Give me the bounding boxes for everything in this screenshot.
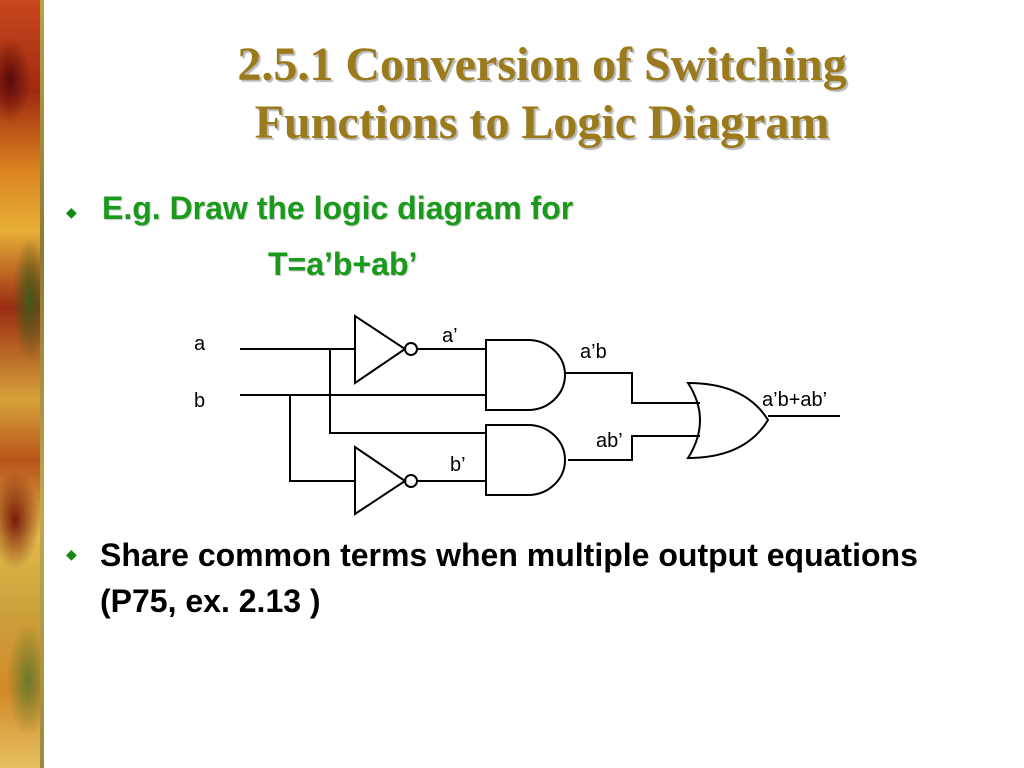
bullet1-equation: T=a’b+ab’ [268,246,418,282]
wire-and1-out [565,372,700,404]
decorative-side-strip [0,0,44,768]
label-not-a: a’ [442,325,458,347]
diamond-bullet-icon: ◆ [66,204,77,220]
label-not-b: b’ [450,454,466,476]
wire-and2-out [568,435,700,461]
label-or-out: a’b+ab’ [762,389,827,411]
wire-a-branch [329,349,486,434]
not-bubble-a [404,342,418,356]
label-and1: a’b [580,341,607,363]
decorative-strip-edge [40,0,44,768]
and-gate-1 [485,339,566,411]
label-and2: ab’ [596,430,623,452]
title-line-2: Functions to Logic Diagram [254,96,830,149]
diamond-bullet-icon: ◆ [66,546,77,562]
not-gate-b [354,445,407,516]
label-input-b: b [194,390,205,412]
label-input-a: a [194,333,206,355]
wire-b-branch [289,395,355,482]
slide-title: 2.5.1 Conversion of Switching Functions … [60,36,1024,152]
title-line-1: 2.5.1 Conversion of Switching [237,38,847,91]
bullet2-text: Share common terms when multiple output … [100,537,918,619]
not-gate-a [354,314,407,385]
bullet1-text: E.g. Draw the logic diagram for [102,190,574,226]
or-gate [686,381,770,460]
not-bubble-b [404,474,418,488]
and-gate-2 [485,424,566,496]
